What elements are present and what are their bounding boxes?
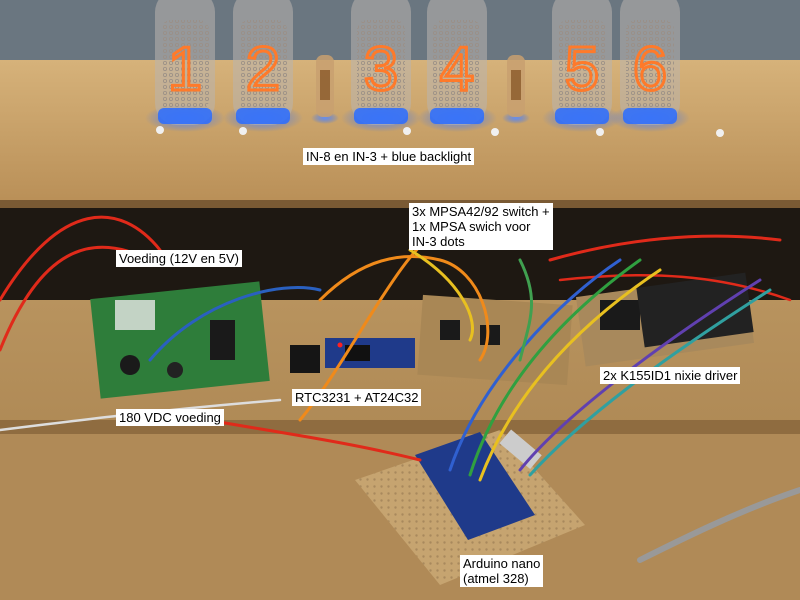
mounting-holes	[156, 126, 724, 137]
nixie-tube: 3	[341, 0, 421, 132]
tube-base	[236, 108, 290, 124]
nixie-tube: 2	[223, 0, 303, 132]
label-hv-supply: 180 VDC voeding	[116, 409, 224, 426]
label-power-text: Voeding (12V en 5V)	[119, 251, 239, 266]
tube-base	[555, 108, 609, 124]
label-arduino-line-2: (atmel 328)	[463, 571, 529, 586]
nixie-tube: 6	[610, 0, 690, 132]
label-arduino-line-1: Arduino nano	[463, 556, 541, 571]
tube-base	[354, 108, 408, 124]
tube-mesh	[558, 20, 606, 110]
nixie-digit: 4	[440, 35, 474, 104]
label-switch: 3x MPSA42/92 switch + 1x MPSA swich voor…	[409, 203, 553, 250]
tube-base	[623, 108, 677, 124]
nixie-digit: 2	[246, 35, 280, 104]
tube-mesh	[161, 20, 209, 110]
wires	[0, 215, 800, 563]
nixie-digit: 6	[633, 35, 667, 104]
label-tubes: IN-8 en IN-3 + blue backlight	[303, 148, 475, 165]
arduino-board	[355, 429, 585, 585]
nixie-tube: 4	[417, 0, 497, 132]
nixie-digit: 5	[565, 35, 599, 104]
nixie-digit: 1	[168, 35, 202, 104]
label-driver: 2x K155ID1 nixie driver	[600, 367, 741, 384]
label-rtc-text: RTC3231 + AT24C32	[295, 390, 419, 405]
tube-mesh	[357, 20, 405, 110]
nixie-tube: 1	[145, 0, 225, 132]
tube-mesh	[239, 20, 287, 110]
tube-mesh	[626, 20, 674, 110]
tube-base	[430, 108, 484, 124]
in3-tube	[311, 55, 339, 124]
label-arduino: Arduino nano (atmel 328)	[460, 555, 544, 587]
label-switch-line-3: IN-3 dots	[412, 234, 465, 249]
in3-tube	[502, 55, 530, 124]
nixie-tube: 5	[542, 0, 622, 132]
switch-board	[417, 294, 573, 386]
tube-mesh	[433, 20, 481, 110]
nixie-digit: 3	[364, 35, 398, 104]
label-driver-text: 2x K155ID1 nixie driver	[603, 368, 738, 383]
power-supply-board	[90, 281, 270, 399]
label-tubes-text: IN-8 en IN-3 + blue backlight	[306, 149, 472, 164]
tube-base	[158, 108, 212, 124]
label-hv-supply-text: 180 VDC voeding	[119, 410, 221, 425]
label-power: Voeding (12V en 5V)	[116, 250, 242, 267]
label-switch-line-1: 3x MPSA42/92 switch +	[412, 204, 550, 219]
label-switch-line-2: 1x MPSA swich voor	[412, 219, 531, 234]
connector	[290, 345, 320, 373]
label-rtc: RTC3231 + AT24C32	[292, 389, 422, 406]
